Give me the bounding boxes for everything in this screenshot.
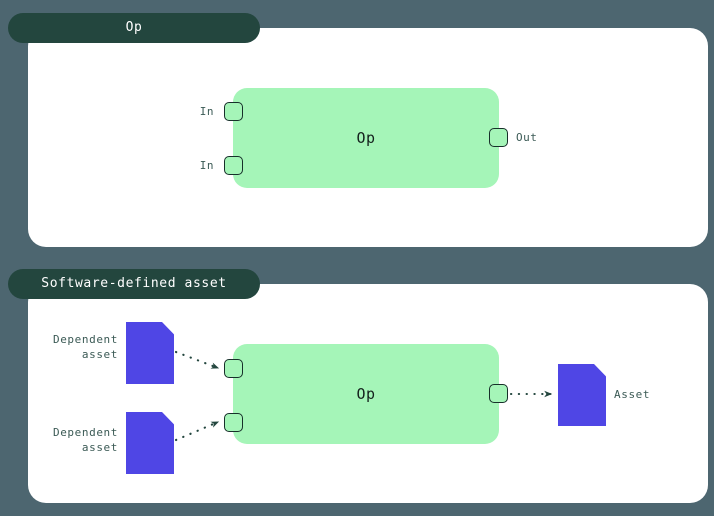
op-node-body-2[interactable]: Op — [233, 344, 499, 444]
op1-input-label-1: In — [199, 159, 214, 172]
dependent-asset-document-icon-1[interactable] — [126, 412, 174, 474]
output-asset-label: Asset — [614, 388, 651, 401]
op-node-body-1[interactable]: Op — [233, 88, 499, 188]
op1-output-label-0: Out — [516, 131, 538, 144]
op1-output-port-0[interactable] — [489, 128, 508, 147]
op2-input-port-1[interactable] — [224, 413, 243, 432]
op1-input-port-1[interactable] — [224, 156, 243, 175]
op-node-label-2: Op — [356, 385, 376, 403]
tab-software-defined-asset[interactable]: Software-defined asset — [8, 269, 260, 299]
op1-input-label-0: In — [199, 105, 214, 118]
tab-op[interactable]: Op — [8, 13, 260, 43]
output-asset-document-icon[interactable] — [558, 364, 606, 426]
op2-output-port-0[interactable] — [489, 384, 508, 403]
dependent-asset-label-1: Dependent asset — [52, 426, 118, 454]
op2-input-port-0[interactable] — [224, 359, 243, 378]
dependent-asset-document-icon-0[interactable] — [126, 322, 174, 384]
op-node-label-1: Op — [356, 129, 376, 147]
dependent-asset-label-0: Dependent asset — [52, 333, 118, 361]
op1-input-port-0[interactable] — [224, 102, 243, 121]
